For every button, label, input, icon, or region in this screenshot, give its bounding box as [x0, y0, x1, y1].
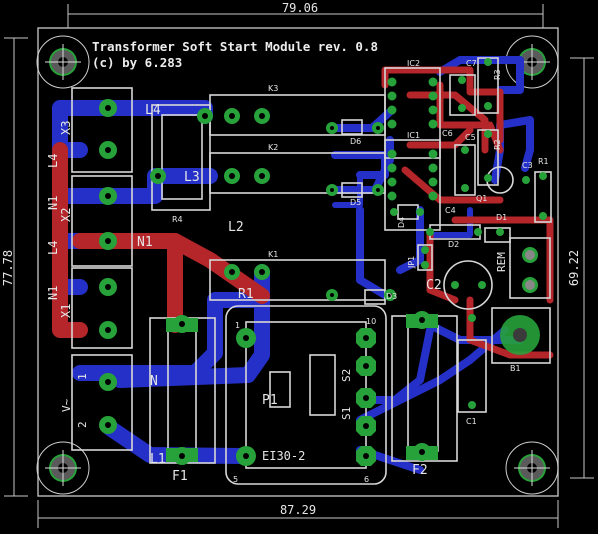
- dimension-left: 77.78: [1, 250, 15, 286]
- label-f1: F1: [172, 469, 188, 484]
- label-c7: C7: [466, 59, 477, 68]
- label-rem: REM: [495, 252, 508, 272]
- label-transformer: EI30-2: [262, 449, 305, 463]
- label-net-n: N: [150, 374, 158, 389]
- label-b1: B1: [510, 364, 521, 373]
- transformer-core-left: [269, 371, 291, 408]
- ic1-outline: [384, 139, 441, 231]
- component-labels: X3 X2 X1 V~ 1 2 L4 L3 L2 N1 N L1 L4 N1 L…: [46, 59, 549, 484]
- label-r2: R2: [493, 139, 502, 150]
- board-outline: [37, 27, 559, 497]
- label-s1: S1: [340, 407, 353, 420]
- dimension-right: 69.22: [567, 250, 581, 286]
- label-pin2: 2: [76, 421, 89, 428]
- label-net-l4-red: L4: [46, 154, 60, 168]
- cap-c2-outline: [443, 260, 493, 310]
- fuse-f1-outline: [149, 317, 216, 464]
- label-c1: C1: [466, 417, 477, 426]
- terminal-v-outline: [71, 354, 133, 451]
- board-title: Transformer Soft Start Module rev. 0.8: [92, 39, 378, 54]
- label-net-l1: L1: [150, 452, 166, 467]
- label-c6: C6: [442, 129, 453, 138]
- label-trafo-pin5: 5: [233, 475, 238, 484]
- resistor-r4-outline: [151, 104, 211, 211]
- mounting-holes: [36, 35, 559, 495]
- dimension-bottom: 87.29: [280, 503, 316, 517]
- label-net-n1-red-2: N1: [46, 286, 60, 300]
- label-net-l2: L2: [228, 220, 244, 235]
- label-s2: S2: [340, 369, 353, 382]
- label-r1: R1: [538, 157, 549, 166]
- label-ic2: IC2: [407, 59, 420, 68]
- label-x3: X3: [59, 121, 73, 135]
- label-jp1: JP1: [407, 256, 416, 269]
- jumper-jp1-outline: [417, 244, 433, 271]
- label-net-n1-red: N1: [46, 196, 60, 210]
- cap-c1-outline: [457, 339, 487, 413]
- label-c4: C4: [445, 206, 456, 215]
- diode-d6-outline: [341, 119, 363, 135]
- label-x2: X2: [59, 208, 73, 222]
- label-pin1: 1: [76, 373, 89, 380]
- label-x1: X1: [59, 304, 73, 318]
- diode-d1-outline: [484, 227, 511, 243]
- label-c2: C2: [426, 278, 442, 293]
- terminal-x2-outline: [71, 175, 133, 267]
- terminal-x1-outline: [71, 267, 133, 349]
- transformer-outline: [225, 305, 387, 485]
- label-f2: F2: [412, 463, 428, 478]
- mounting-hole-bottom-left-icon: [36, 441, 90, 495]
- label-d3: D3: [386, 292, 397, 301]
- label-d5: D5: [350, 198, 361, 207]
- label-d1: D1: [496, 213, 507, 222]
- label-net-n1: N1: [137, 235, 153, 250]
- pads: [99, 58, 547, 466]
- label-c5: C5: [465, 133, 476, 142]
- ic2-outline: [384, 67, 441, 159]
- label-k2: K2: [268, 143, 278, 152]
- cap-c6-outline: [449, 74, 476, 116]
- label-c3: C3: [522, 161, 533, 170]
- label-trafo-pin1: 1: [235, 321, 240, 330]
- diode-d5-outline: [341, 182, 363, 198]
- board-copyright: (c) by 6.283: [92, 55, 182, 70]
- label-d2: D2: [448, 240, 459, 249]
- label-r1-main: R1: [238, 287, 254, 302]
- label-trafo-pin6: 6: [364, 475, 369, 484]
- label-d4: D4: [397, 217, 406, 228]
- cap-c5-outline: [454, 144, 476, 196]
- label-r3: R3: [493, 69, 502, 80]
- transformer-core-right: [309, 354, 336, 416]
- label-k3: K3: [268, 84, 278, 93]
- terminal-x3-outline: [71, 87, 133, 173]
- resistor-r4-inner: [161, 114, 203, 200]
- mounting-hole-bottom-right-icon: [505, 441, 559, 495]
- label-k1: K1: [268, 250, 278, 259]
- fuse-f1-body: [167, 329, 197, 456]
- relay-rem-outline: [509, 237, 551, 299]
- label-ic1: IC1: [407, 131, 420, 140]
- label-p1: P1: [262, 393, 278, 408]
- label-net-l3: L3: [184, 170, 200, 185]
- label-r4: R4: [172, 215, 183, 224]
- label-d6: D6: [350, 137, 361, 146]
- dimension-top: 79.06: [282, 1, 318, 15]
- label-trafo-pin10: 10: [366, 317, 376, 326]
- label-vac: V~: [60, 398, 73, 412]
- mounting-hole-top-right-icon: [505, 35, 559, 89]
- label-net-l4-red-2: L4: [46, 241, 60, 255]
- buzzer-b1-outline: [491, 307, 551, 364]
- mounting-hole-top-left-icon: [36, 35, 90, 89]
- label-q1: Q1: [476, 194, 487, 203]
- label-net-l4: L4: [145, 103, 161, 118]
- dimension-lines: 79.06 87.29 77.78 69.22: [1, 1, 594, 528]
- relay-k1-outline: [209, 259, 386, 301]
